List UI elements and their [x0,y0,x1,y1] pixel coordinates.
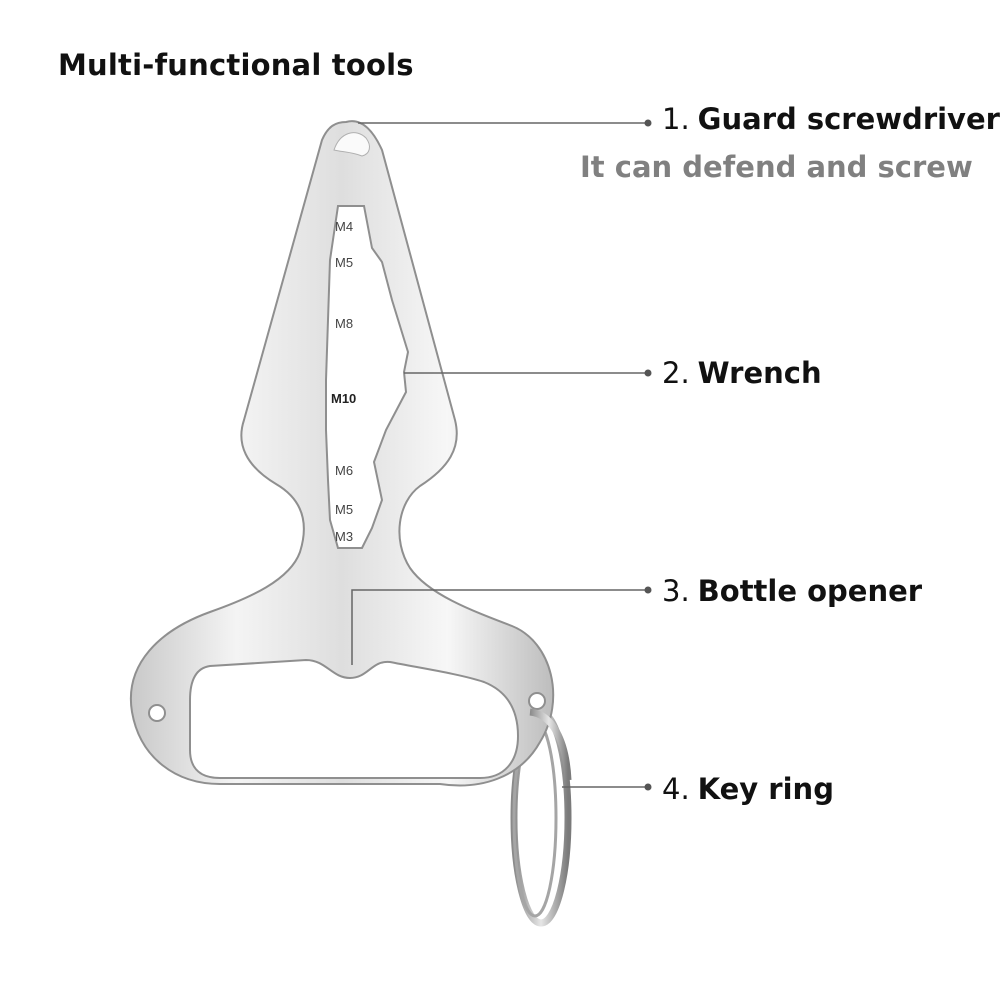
wrench-size-label: M4 [335,219,353,234]
callout-text: Key ring [697,772,834,806]
lanyard-hole [148,704,166,722]
wrench-size-label: M5 [335,502,353,517]
key-ring-front-segment [529,708,572,781]
key-ring-hole [528,692,546,710]
callout-number: 3. [662,574,690,608]
leader-dot [644,783,652,791]
callout-bottle-opener: 3.Bottle opener [662,574,922,608]
tool-body [129,120,555,787]
leader-line-bottle-opener [351,589,648,665]
leader-dot [644,586,652,594]
screwdriver-description: It can defend and screw [580,150,973,184]
callout-number: 2. [662,356,690,390]
leader-lines [351,122,648,788]
callout-wrench: 2.Wrench [662,356,822,390]
wrench-size-label: M5 [335,255,353,270]
callout-number: 4. [662,772,690,806]
wrench-size-label: M10 [331,391,356,406]
callout-screwdriver: 1.Guard screwdriver [662,102,1000,136]
callout-number: 1. [662,102,690,136]
screwdriver-tip-highlight [333,132,370,157]
wrench-size-label: M6 [335,463,353,478]
callout-text: Bottle opener [697,574,923,608]
leader-dot [644,119,652,127]
leader-dots [644,119,652,791]
callout-text: Guard screwdriver [697,102,1000,136]
callout-text: Wrench [697,356,822,390]
leader-dot [644,369,652,377]
wrench-size-label: M8 [335,316,353,331]
page-title: Multi-functional tools [58,48,414,82]
wrench-size-label: M3 [335,529,353,544]
callout-key-ring: 4.Key ring [662,772,834,806]
